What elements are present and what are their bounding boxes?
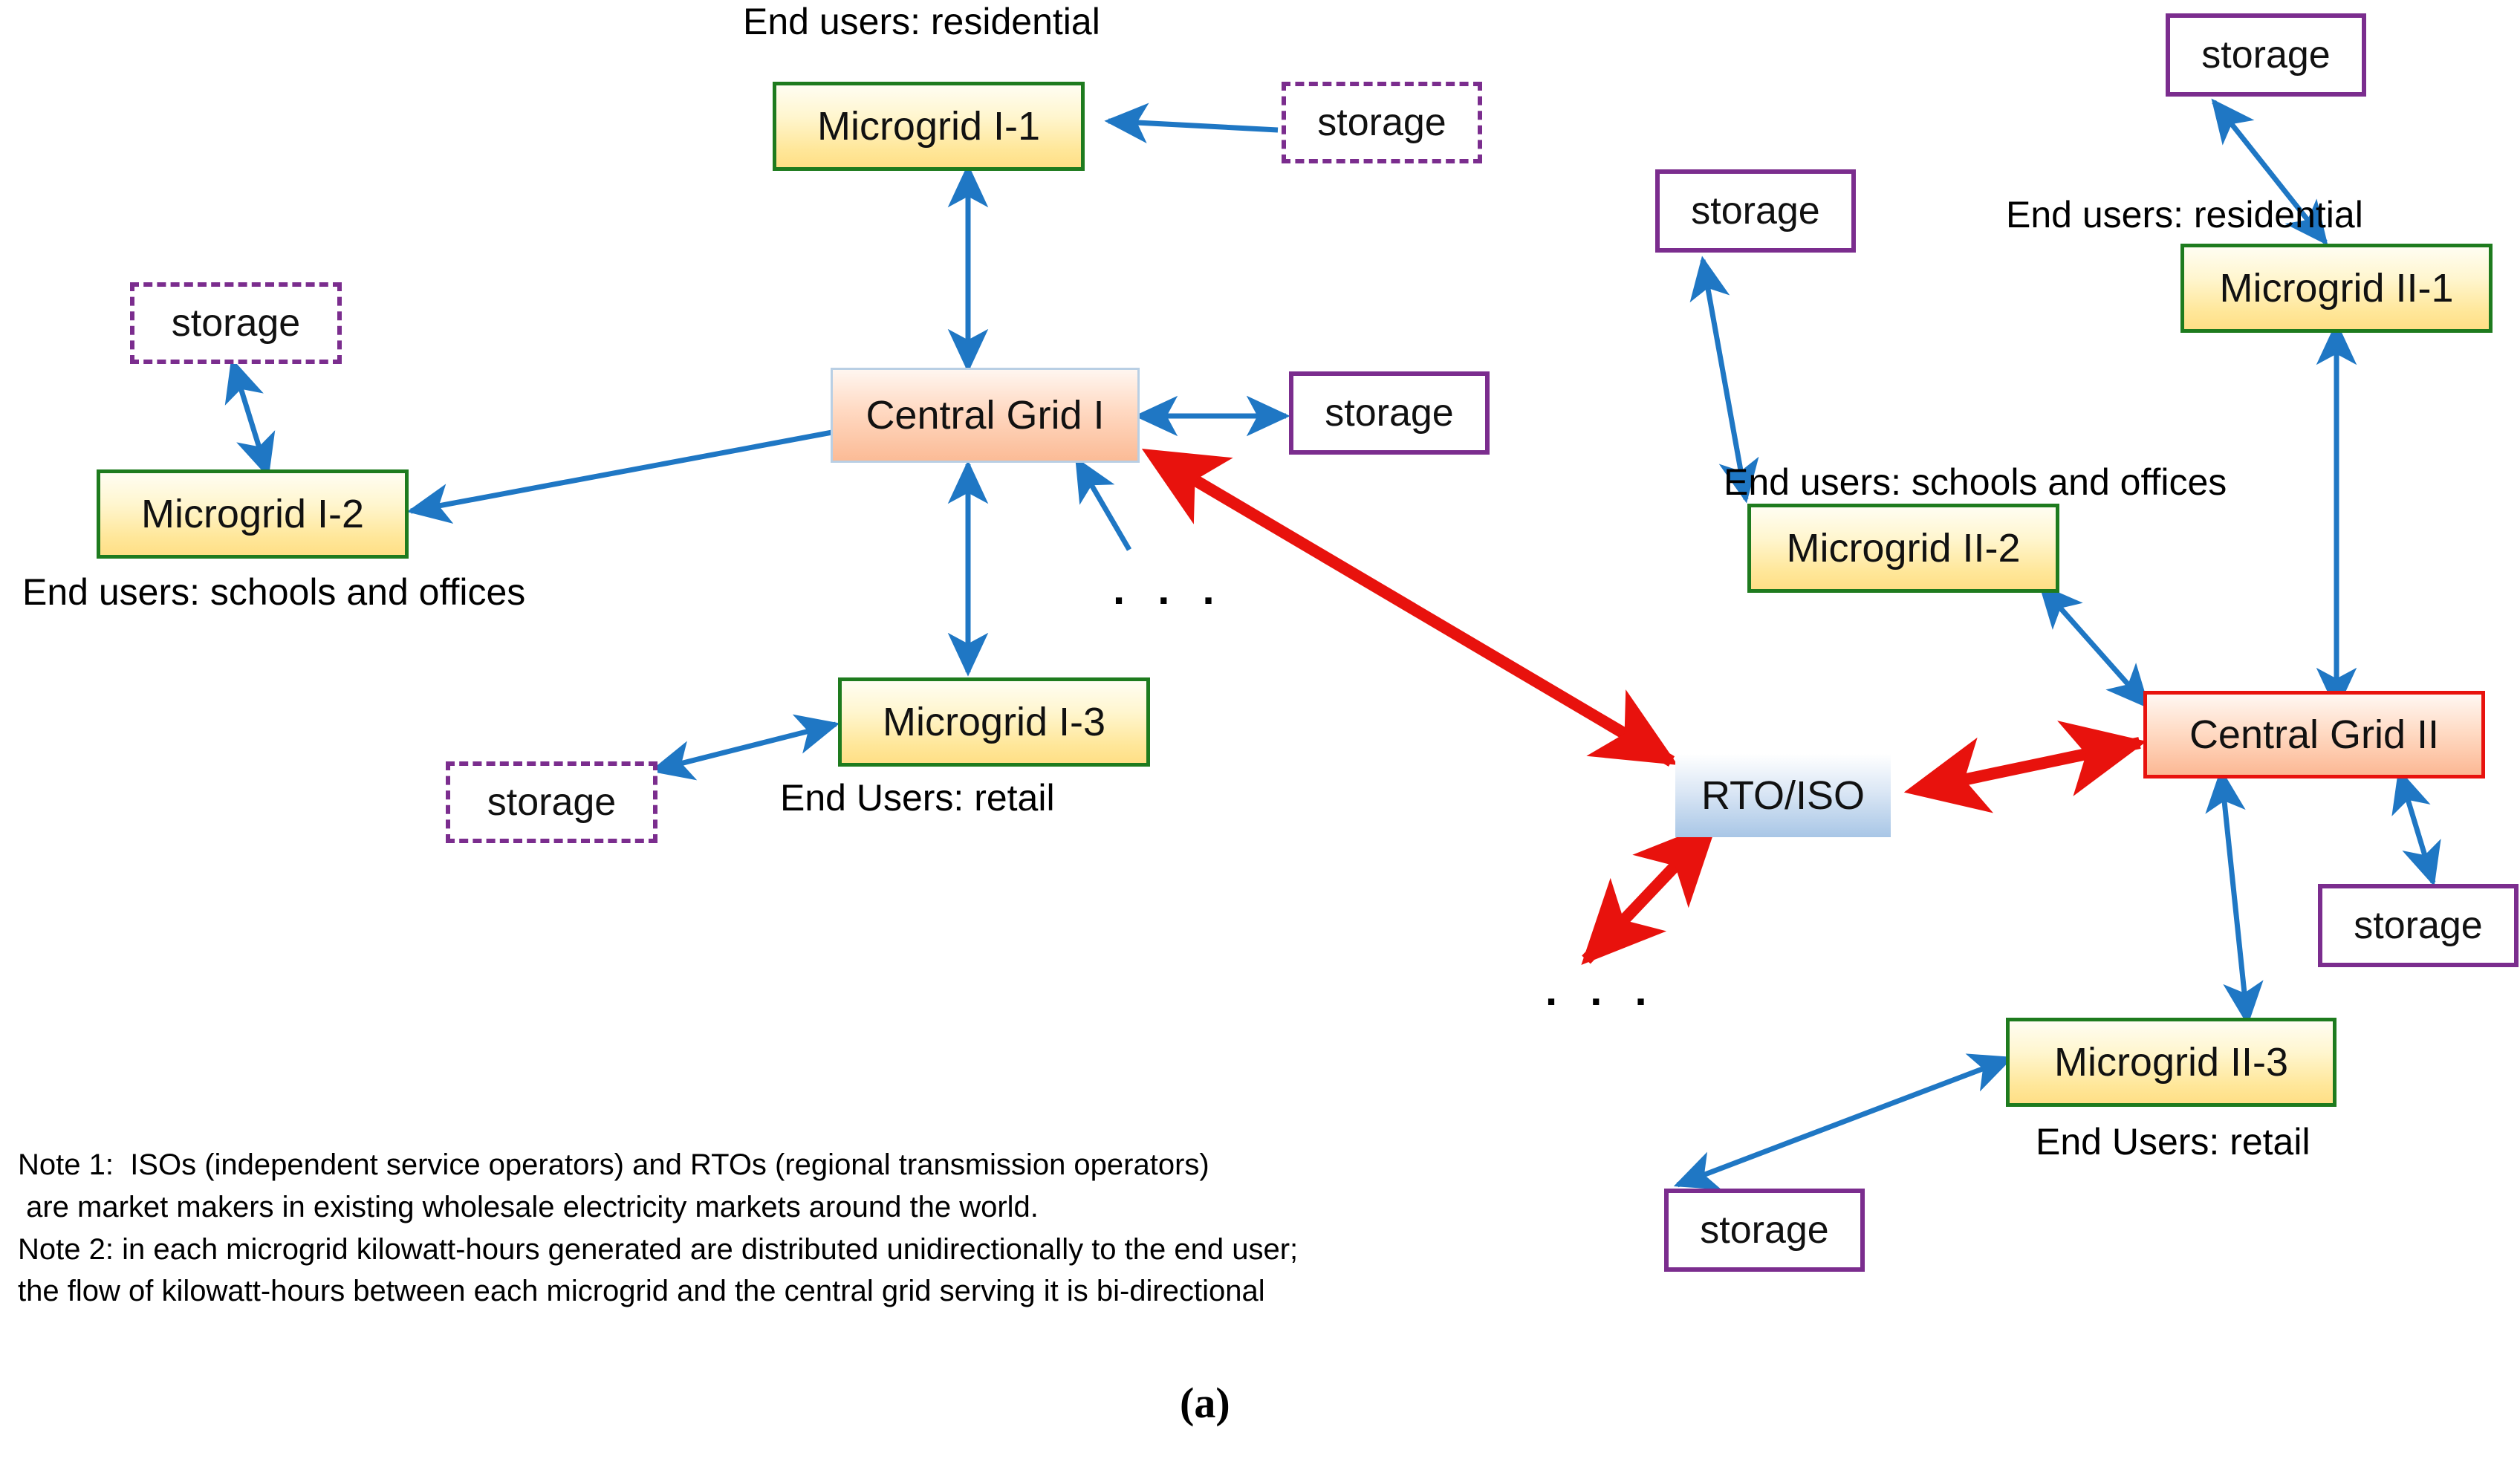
caption-mg-ii3: End Users: retail	[2036, 1121, 2310, 1163]
edge-central-ii-storage-right	[2391, 768, 2441, 887]
edge-storage-to-mg-i1	[1104, 103, 1279, 144]
node-microgrid-i-3[interactable]: Microgrid I-3	[838, 677, 1150, 767]
ellipsis-grid-ii: . . .	[1545, 966, 1657, 1015]
node-microgrid-ii-1[interactable]: Microgrid II-1	[2180, 244, 2493, 333]
edge-storage-to-mg-i3	[649, 714, 840, 781]
caption-mg-ii2: End users: schools and offices	[1724, 461, 2227, 503]
figure-notes: Note 1: ISOs (independent service operat…	[18, 1148, 1299, 1308]
node-microgrid-ii-2[interactable]: Microgrid II-2	[1747, 504, 2059, 593]
node-storage-ii2[interactable]: storage	[1655, 169, 1856, 253]
node-storage-i3[interactable]: storage	[446, 761, 657, 843]
caption-mg-i1: End users: residential	[743, 1, 1100, 42]
caption-mg-i2: End users: schools and offices	[22, 571, 526, 613]
caption-mg-i3: End Users: retail	[780, 777, 1055, 819]
node-central-grid-ii[interactable]: Central Grid II	[2143, 691, 2485, 778]
edge-central-i-ellipsis	[1074, 457, 1132, 551]
panel-label: (a)	[1180, 1379, 1230, 1427]
ellipsis-grid-i: . . .	[1113, 565, 1225, 614]
node-rto-iso[interactable]: RTO/ISO	[1675, 754, 1891, 837]
edge-rto-ellipsis	[1581, 821, 1718, 965]
edge-central-ii-mg-ii3	[2205, 768, 2264, 1026]
node-storage-central-i[interactable]: storage	[1289, 371, 1490, 455]
caption-mg-ii1: End users: residential	[2006, 194, 2363, 235]
edge-storage-to-mg-ii3	[1673, 1053, 2014, 1190]
edge-central-i-rto	[1141, 449, 1678, 767]
node-storage-ii1[interactable]: storage	[2166, 13, 2366, 97]
node-storage-central-ii[interactable]: storage	[2318, 884, 2519, 967]
node-storage-i2[interactable]: storage	[130, 282, 342, 364]
edge-central-i-to-mg-i2	[406, 429, 833, 524]
edge-rto-central-ii	[1903, 721, 2147, 813]
node-microgrid-ii-3[interactable]: Microgrid II-3	[2006, 1018, 2336, 1107]
node-storage-i1[interactable]: storage	[1282, 82, 1482, 163]
edge-storage-to-mg-i2	[224, 357, 276, 478]
node-central-grid-i[interactable]: Central Grid I	[831, 368, 1140, 463]
node-microgrid-i-1[interactable]: Microgrid I-1	[773, 82, 1085, 171]
node-microgrid-i-2[interactable]: Microgrid I-2	[97, 469, 409, 559]
node-storage-ii3[interactable]: storage	[1664, 1189, 1865, 1272]
edge-mg-ii2-central-ii	[2039, 583, 2150, 709]
